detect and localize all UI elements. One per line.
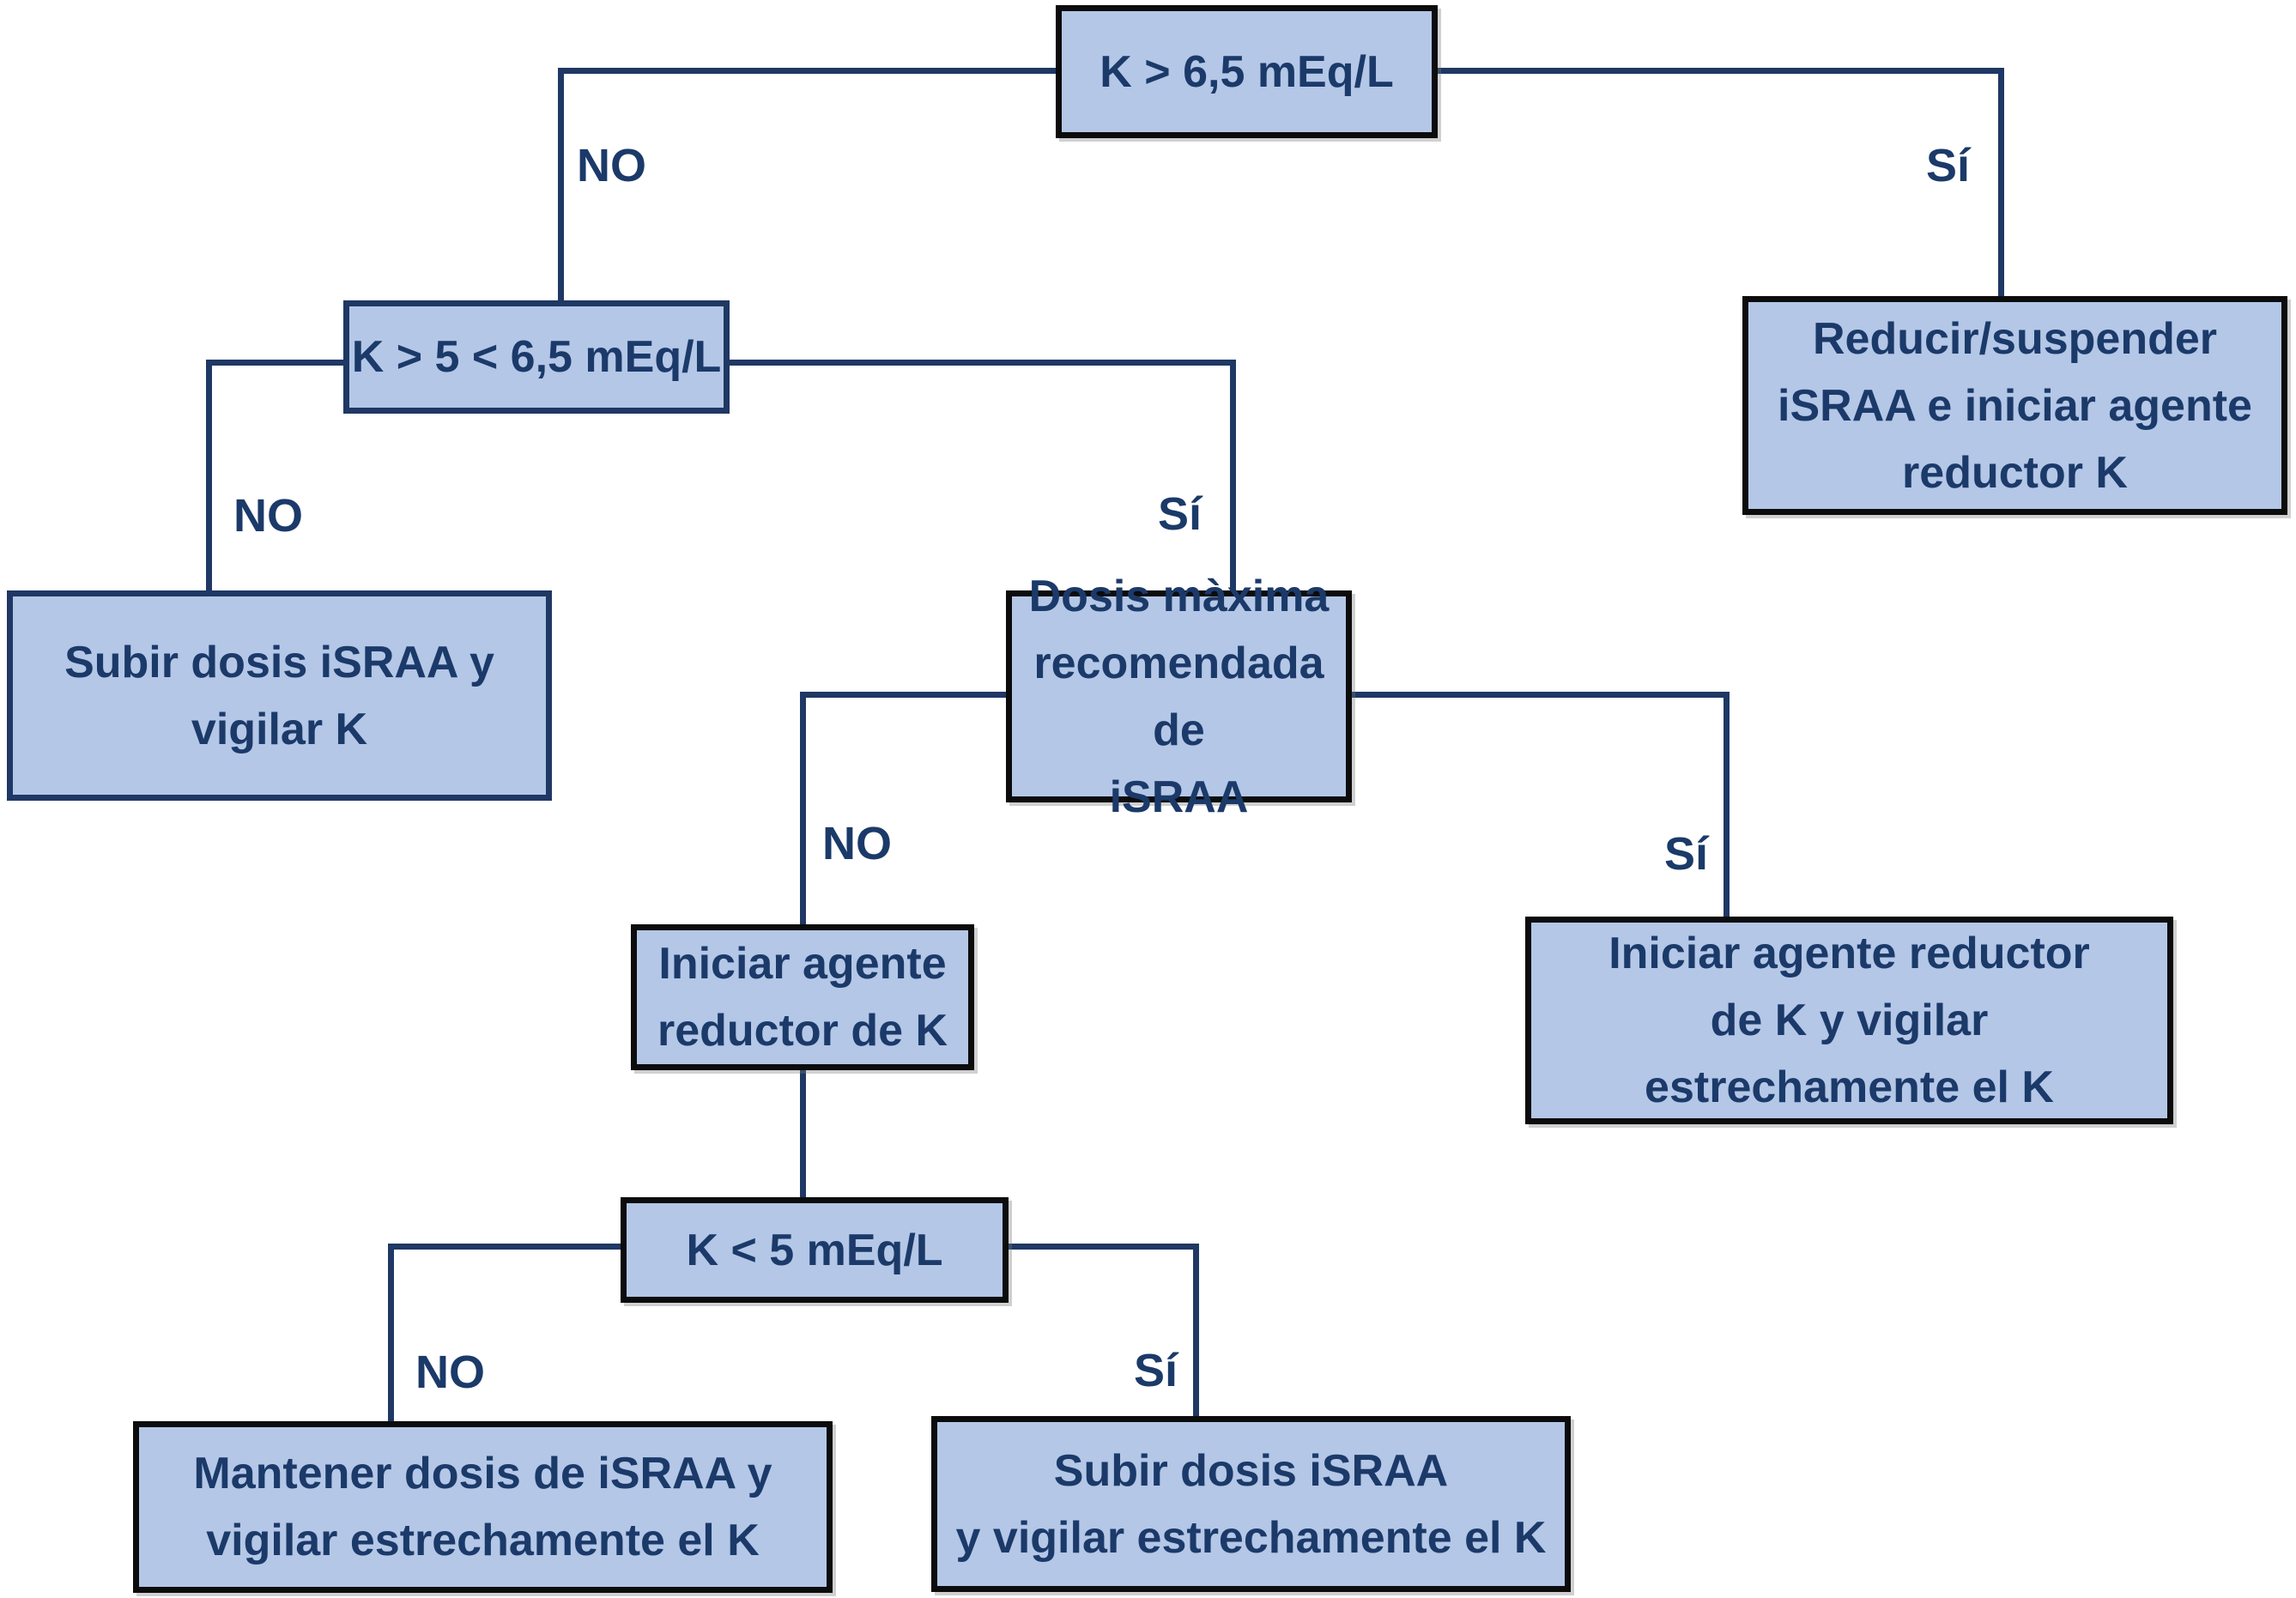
node-subir-dosis-vigilar-estrechamente: Subir dosis iSRAA y vigilar estrechament… [931, 1416, 1571, 1592]
node-iniciar-reductor-vigilar-estrechamente-text: Iniciar agente reductor de K y vigilar e… [1608, 929, 2090, 1112]
connector-no1-vertical [558, 68, 564, 304]
edge-label-no-1: NO [577, 140, 646, 191]
connector-si4-vertical [1193, 1244, 1199, 1419]
connector-si2-vertical [1230, 360, 1236, 594]
node-k-greater-6-5: K > 6,5 mEq/L [1056, 5, 1438, 138]
node-subir-dosis-vigilar-estrechamente-text: Subir dosis iSRAA y vigilar estrechament… [955, 1445, 1547, 1563]
node-subir-dosis-vigilar-k: Subir dosis iSRAA y vigilar K [7, 590, 552, 801]
node-mantener-dosis-vigilar: Mantener dosis de iSRAA y vigilar estrec… [133, 1421, 833, 1593]
node-iniciar-agente-reductor: Iniciar agente reductor de K [631, 924, 974, 1070]
connector-si1-vertical [1998, 68, 2004, 300]
node-k-between-5-and-6-5-text: K > 5 < 6,5 mEq/L [351, 332, 722, 382]
connector-si1-horizontal [1433, 68, 2004, 74]
node-reducir-suspender-israa: Reducir/suspender iSRAA e iniciar agente… [1742, 296, 2287, 515]
connector-si3-horizontal [1348, 692, 1730, 698]
node-k-less-than-5: K < 5 mEq/L [621, 1197, 1009, 1303]
edge-label-no-2: NO [233, 490, 303, 542]
connector-mid-vertical [800, 1067, 806, 1201]
connector-si3-vertical [1724, 692, 1730, 920]
node-iniciar-agente-reductor-text: Iniciar agente reductor de K [657, 939, 948, 1056]
edge-label-si-4: Sí [1133, 1345, 1178, 1396]
connector-no4-vertical [388, 1244, 394, 1425]
node-mantener-dosis-vigilar-text: Mantener dosis de iSRAA y vigilar estrec… [193, 1449, 772, 1565]
connector-si2-horizontal [725, 360, 1236, 366]
connector-no3-horizontal [800, 692, 1010, 698]
edge-label-si-2: Sí [1157, 488, 1202, 540]
connector-no4-horizontal [388, 1244, 624, 1250]
node-k-between-5-and-6-5: K > 5 < 6,5 mEq/L [343, 300, 730, 414]
node-subir-dosis-vigilar-k-text: Subir dosis iSRAA y vigilar K [64, 637, 494, 754]
edge-label-no-4: NO [415, 1347, 485, 1398]
node-k-greater-6-5-text: K > 6,5 mEq/L [1100, 46, 1394, 97]
edge-label-si-1: Sí [1925, 140, 1970, 191]
connector-no3-vertical [800, 692, 806, 928]
connector-no2-horizontal [206, 360, 349, 366]
node-dosis-maxima-recomendada-text: Dosis màxima recomendada de iSRAA [1028, 571, 1330, 822]
connector-si4-horizontal [1005, 1244, 1199, 1250]
connector-no2-vertical [206, 360, 212, 594]
connector-no1-horizontal [558, 68, 1062, 74]
edge-label-no-3: NO [822, 818, 892, 869]
node-dosis-maxima-recomendada: Dosis màxima recomendada de iSRAA [1006, 572, 1352, 822]
node-k-less-than-5-text: K < 5 mEq/L [686, 1225, 943, 1275]
node-reducir-suspender-israa-text: Reducir/suspender iSRAA e iniciar agente… [1778, 313, 2252, 498]
node-iniciar-reductor-vigilar-estrechamente: Iniciar agente reductor de K y vigilar e… [1525, 917, 2173, 1124]
edge-label-si-3: Sí [1663, 828, 1708, 880]
